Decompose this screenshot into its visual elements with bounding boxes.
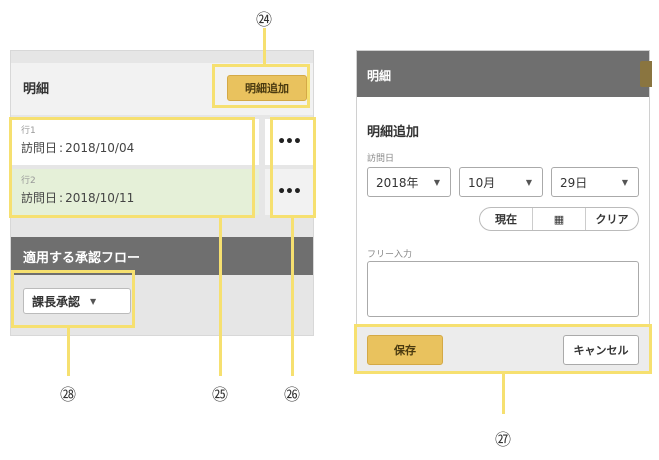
row-visit-date: 訪問日:2018/10/11 (21, 191, 259, 205)
row-number: 行2 (21, 176, 36, 186)
now-button[interactable]: 現在 (495, 213, 517, 226)
callout-number-24: ㉔ (255, 10, 272, 29)
row-2-menu-button[interactable]: ••• (265, 169, 313, 215)
add-detail-button[interactable]: 明細追加 (227, 75, 307, 101)
save-button[interactable]: 保存 (367, 335, 443, 365)
chevron-down-icon: ▼ (433, 177, 440, 187)
callout-number-25: ㉕ (211, 385, 228, 404)
chevron-down-icon: ▼ (525, 177, 532, 187)
day-select-value: 29日 (560, 175, 588, 190)
callout-box-approver-select (11, 270, 135, 328)
callout-number-28: ㉘ (59, 385, 76, 404)
visit-date-separator: : (59, 141, 64, 155)
calendar-button[interactable]: ▦ (532, 208, 585, 230)
header-action-button-partial[interactable] (640, 61, 652, 87)
callout-box-row-menus (270, 117, 316, 218)
row-number: 行1 (21, 126, 36, 136)
chevron-down-icon: ▼ (621, 177, 628, 187)
clear-button[interactable]: クリア (585, 208, 638, 230)
callout-number-26: ㉖ (283, 385, 300, 404)
visit-date-label: 訪問日 (21, 191, 58, 205)
free-input-textarea[interactable] (367, 261, 639, 317)
visit-date-separator: : (59, 191, 64, 205)
visit-date-value: 2018/10/11 (65, 191, 135, 205)
form-title: 明細追加 (367, 125, 420, 140)
detail-title: 明細 (23, 82, 50, 97)
visit-date-field-label: 訪問日 (367, 154, 395, 164)
callout-box-form-footer (354, 324, 652, 374)
callout-line-25 (219, 218, 222, 376)
approver-select-value: 課長承認 (32, 294, 81, 309)
form-header-title: 明細 (367, 69, 392, 83)
callout-line-28 (67, 328, 70, 376)
chevron-down-icon: ▼ (90, 296, 97, 306)
callout-line-27 (502, 374, 505, 414)
month-select-value: 10月 (468, 175, 496, 190)
form-header-bar (357, 51, 649, 97)
ellipsis-icon: ••• (277, 134, 302, 150)
detail-row-2[interactable]: 行2 訪問日:2018/10/11 (11, 169, 259, 215)
callout-box-detail-rows (9, 117, 255, 218)
approval-flow-title: 適用する承認フロー (11, 237, 313, 275)
row-1-menu-button[interactable]: ••• (265, 119, 313, 165)
callout-line-24 (263, 28, 266, 65)
detail-list-panel: 明細 明細追加 行1 訪問日:2018/10/04 ••• 行2 訪問日:201… (10, 50, 314, 336)
calendar-icon: ▦ (553, 212, 565, 226)
date-helper-button-group: 現在 ▦ クリア (479, 207, 639, 231)
year-select-value: 2018年 (376, 175, 419, 190)
callout-box-add-button (212, 64, 310, 108)
visit-date-value: 2018/10/04 (65, 141, 135, 155)
add-detail-form-panel: 明細 明細追加 訪問日 2018年 ▼ 10月 ▼ 29日 ▼ 現在 ▦ クリア… (356, 50, 652, 372)
year-select[interactable]: 2018年 ▼ (367, 167, 451, 197)
free-input-label: フリー入力 (367, 250, 413, 260)
ellipsis-icon: ••• (277, 184, 302, 200)
month-select[interactable]: 10月 ▼ (459, 167, 543, 197)
day-select[interactable]: 29日 ▼ (551, 167, 639, 197)
row-visit-date: 訪問日:2018/10/04 (21, 141, 259, 155)
callout-line-26 (291, 218, 294, 376)
approver-select[interactable]: 課長承認 ▼ (23, 288, 131, 314)
callout-number-27: ㉗ (494, 430, 511, 449)
detail-row-1[interactable]: 行1 訪問日:2018/10/04 (11, 119, 259, 165)
cancel-button[interactable]: キャンセル (563, 335, 639, 365)
visit-date-label: 訪問日 (21, 141, 58, 155)
